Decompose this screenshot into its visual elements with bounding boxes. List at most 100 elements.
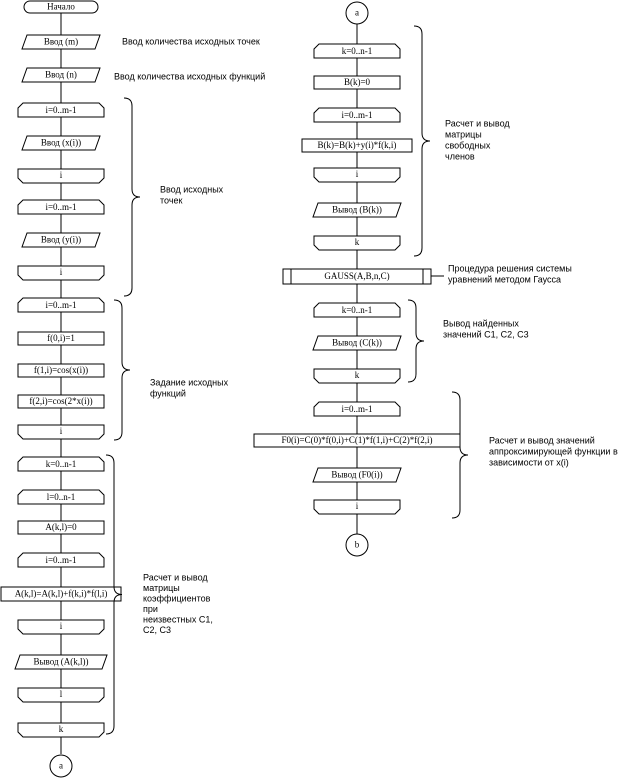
loop1-label: i <box>60 170 63 180</box>
loop-k-right-loop-start <box>313 43 401 59</box>
comment-found-line-1: значений C1, C2, C3 <box>443 329 529 339</box>
loop-k-right-loop-end <box>313 235 401 251</box>
f1-box <box>17 363 105 378</box>
loop3-loop-start <box>17 297 105 313</box>
b-init-label: B(k)=0 <box>344 77 371 87</box>
loop-k-label: k=0..n-1 <box>46 459 77 469</box>
brace-free <box>413 25 431 257</box>
input-m-io <box>21 34 101 50</box>
loop-i-loop-start <box>17 552 105 568</box>
b-init-box <box>313 75 401 90</box>
loop-k-loop-end <box>17 722 105 738</box>
loop-i2-loop-end <box>313 499 401 515</box>
brace-funcs <box>113 299 131 441</box>
loop2-loop-start <box>17 199 105 215</box>
brace-matrix <box>105 454 123 735</box>
comment-approx-line-0: Расчет и вывод значений <box>489 435 595 445</box>
loop-k-label: k <box>59 724 64 734</box>
comment-funcs-line-1: функций <box>150 388 186 398</box>
comment-gauss-line-1: уравнений методом Гаусса <box>448 274 561 284</box>
loop3-label: i <box>60 426 63 436</box>
loop-k2-label: k <box>355 370 360 380</box>
brace-found <box>407 299 425 383</box>
f2-box <box>17 394 105 409</box>
b-sum-box <box>301 138 413 153</box>
loop1-loop-end <box>17 168 105 184</box>
comment-points-line-0: Ввод исходных <box>160 184 224 194</box>
output-f0-label: Вывод (F0(i)) <box>331 470 382 480</box>
comment-matrix-line-1: матрицы <box>143 583 180 593</box>
loop-i-label: i=0..m-1 <box>45 555 76 565</box>
comment-found-line-0: Вывод найденных <box>443 318 519 328</box>
loop-k2-loop-end <box>313 368 401 384</box>
comment-input-n: Ввод количества исходных функций <box>114 71 265 81</box>
output-c-io <box>312 335 402 351</box>
loop-i-right-label: i <box>356 169 359 179</box>
loop-l-label: l <box>60 689 63 699</box>
comment-matrix-line-4: неизвестных C1, <box>143 614 213 624</box>
loop-l-loop-start <box>17 489 105 505</box>
f0-box <box>17 331 105 346</box>
comment-free-line-3: членов <box>445 151 475 161</box>
comment-matrix-line-2: коэффициентов <box>143 593 211 603</box>
loop-l-loop-end <box>17 687 105 703</box>
brace-approx <box>451 391 469 519</box>
loop-i2-loop-start <box>313 401 401 417</box>
output-f0-io <box>312 467 402 483</box>
loop1-label: i=0..m-1 <box>45 105 76 115</box>
loop-k-right-label: k=0..n-1 <box>342 46 373 56</box>
loop3-label: i=0..m-1 <box>45 300 76 310</box>
loop-l-label: l=0..n-1 <box>47 492 76 502</box>
comment-points-line-1: точек <box>160 195 183 205</box>
loop-i2-label: i <box>356 501 359 511</box>
loop-i2-label: i=0..m-1 <box>341 404 372 414</box>
conn-a-top-label: a <box>355 8 359 18</box>
loop-i-loop-end <box>17 619 105 635</box>
comment-matrix-line-3: при <box>143 604 158 614</box>
loop2-label: i=0..m-1 <box>45 202 76 212</box>
conn-a-bottom-label: a <box>59 761 63 771</box>
gauss-label: GAUSS(A,B,n,C) <box>324 271 389 281</box>
loop-k-right-label: k <box>355 237 360 247</box>
loop-i-label: i <box>60 621 63 631</box>
comment-input-m: Ввод количества исходных точек <box>122 36 260 46</box>
loop1-loop-start <box>17 102 105 118</box>
comment-gauss-line-0: Процедура решения системы <box>448 263 572 273</box>
loop-i-right-loop-start <box>313 107 401 123</box>
f2-label: f(2,i)=cos(2*x(i)) <box>29 396 92 406</box>
comment-matrix-line-5: C2, C3 <box>143 625 171 635</box>
conn-b-label: b <box>355 540 360 550</box>
a-sum-label: A(k,l)=A(k,l)+f(k,i)*f(l,i) <box>15 589 108 599</box>
loop-i-right-loop-end <box>313 167 401 183</box>
a-init-label: A(k,l)=0 <box>45 522 77 532</box>
comment-funcs-line-0: Задание исходных <box>150 377 229 387</box>
f1-label: f(1,i)=cos(x(i)) <box>34 365 88 375</box>
comment-matrix-line-0: Расчет и вывод <box>143 572 208 582</box>
comment-approx-line-1: аппроксимирующей функции в <box>489 446 618 456</box>
loop-k2-loop-start <box>313 302 401 318</box>
input-m-label: Ввод (m) <box>44 37 78 47</box>
loop-i-right-label: i=0..m-1 <box>341 110 372 120</box>
loop2-label: i <box>60 267 63 277</box>
f0-label: f(0,i)=1 <box>47 333 75 343</box>
loop-k-loop-start <box>17 456 105 472</box>
comment-approx-line-2: зависимости от x(i) <box>489 457 569 467</box>
conn-a-bottom-connector <box>49 754 73 778</box>
loop-k2-label: k=0..n-1 <box>342 305 373 315</box>
comment-free-line-1: матрицы <box>445 129 482 139</box>
loop2-loop-end <box>17 265 105 281</box>
output-a-io <box>14 654 108 670</box>
output-a-label: Вывод (A(k,l)) <box>33 657 88 667</box>
start-label: Начало <box>47 2 75 12</box>
input-y-io <box>21 232 101 248</box>
input-x-io <box>21 135 101 151</box>
input-n-io <box>21 67 101 83</box>
conn-b-connector <box>345 533 369 557</box>
f0-calc-label: F0(i)=C(0)*f(0,i)+C(1)*f(1,i)+C(2)*f(2,i… <box>282 435 433 445</box>
a-init-box <box>17 520 105 535</box>
input-x-label: Ввод (x(i)) <box>41 138 81 148</box>
conn-a-top-connector <box>345 1 369 25</box>
loop3-loop-end <box>17 424 105 440</box>
